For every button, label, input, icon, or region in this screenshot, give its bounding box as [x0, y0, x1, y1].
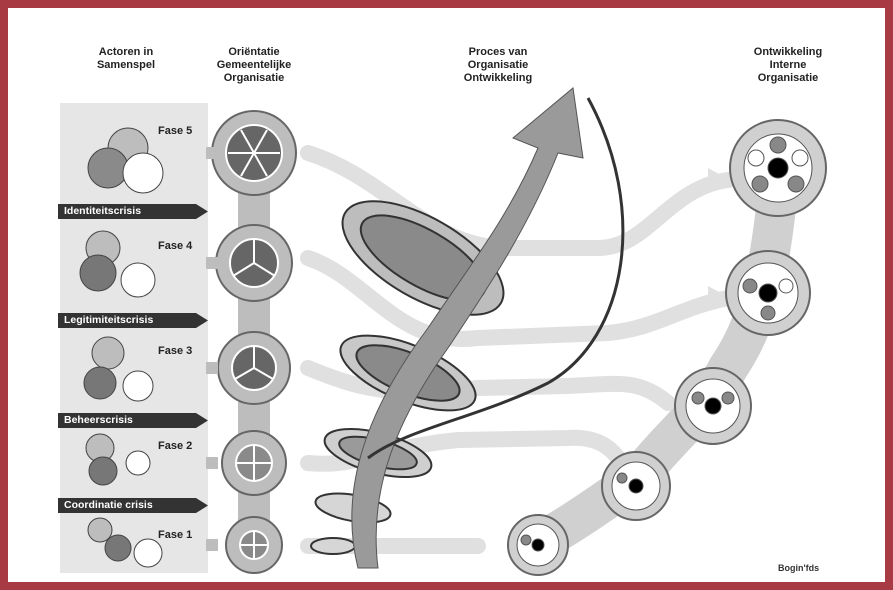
- phase-label-4: Fase 4: [158, 240, 192, 252]
- phase-label-5: Fase 5: [158, 125, 192, 137]
- heading-process: Proces van Organisatie Ontwikkeling: [438, 46, 558, 85]
- diagram-canvas: Actoren in Samenspel Oriëntatie Gemeente…: [8, 8, 885, 582]
- crisis-coordination: Coordinatie crisis: [58, 498, 208, 513]
- credit-label: Bogin'fds: [778, 563, 819, 573]
- phase-label-1: Fase 1: [158, 529, 192, 541]
- phase-label-2: Fase 2: [158, 440, 192, 452]
- crisis-legitimacy: Legitimiteitscrisis: [58, 313, 208, 328]
- heading-orientation: Oriëntatie Gemeentelijke Organisatie: [194, 46, 314, 85]
- crisis-identity: Identiteitscrisis: [58, 204, 208, 219]
- heading-development: Ontwikkeling Interne Organisatie: [728, 46, 848, 85]
- heading-actors: Actoren in Samenspel: [66, 46, 186, 72]
- diagram-graphics: [8, 8, 885, 582]
- diagram-frame: Actoren in Samenspel Oriëntatie Gemeente…: [8, 8, 885, 582]
- phase-label-3: Fase 3: [158, 345, 192, 357]
- crisis-management: Beheerscrisis: [58, 413, 208, 428]
